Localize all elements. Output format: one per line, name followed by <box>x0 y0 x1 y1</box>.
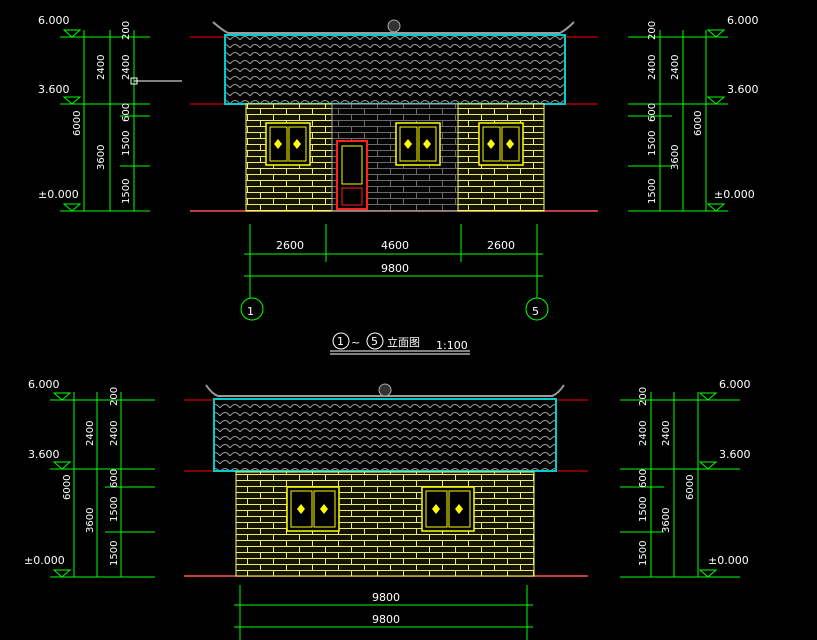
lower-left-dimensions: 6.000 3.600 ±0.000 200 2400 600 1500 150… <box>24 378 155 578</box>
lower-right-total: 6000 <box>685 475 696 500</box>
lower-left-level-ground: ±0.000 <box>24 554 65 567</box>
lower-elevation: 6.000 3.600 ±0.000 200 2400 600 1500 150… <box>24 378 751 640</box>
upper-bottom-dim-2: 4600 <box>381 239 409 252</box>
lower-bottom-dim-1: 9800 <box>372 591 400 604</box>
lower-right-dimensions: 6.000 3.600 ±0.000 200 2400 600 1500 150… <box>620 378 751 578</box>
upper-left-dim-4: 1500 <box>121 131 132 156</box>
lower-right-dim-4: 1500 <box>638 497 649 522</box>
lower-right-level-ground: ±0.000 <box>708 554 749 567</box>
upper-bottom-dim-1: 2600 <box>276 239 304 252</box>
axis-label-5: 5 <box>532 305 539 318</box>
lower-wall <box>235 471 535 577</box>
upper-right-mid-2: 3600 <box>670 145 681 170</box>
axis-bubble-5 <box>525 297 549 321</box>
lower-bottom-dimensions: 9800 9800 <box>234 585 533 640</box>
upper-window-right <box>478 122 524 166</box>
title-name: 立面图 <box>387 335 420 349</box>
upper-right-dim-4: 1500 <box>647 131 658 156</box>
upper-right-level-mid: 3.600 <box>727 83 759 96</box>
upper-right-dimensions: 6.000 3.600 ±0.000 200 2400 600 1500 150… <box>628 14 759 212</box>
upper-right-total: 6000 <box>693 111 704 136</box>
lower-left-dim-2: 2400 <box>109 421 120 446</box>
lower-left-dim-4: 1500 <box>109 497 120 522</box>
upper-right-level-top: 6.000 <box>727 14 759 27</box>
title-circle-a: 1 <box>337 335 344 348</box>
upper-left-level-mid: 3.600 <box>38 83 70 96</box>
upper-left-dim-1: 200 <box>121 21 132 40</box>
lower-right-dim-2: 2400 <box>638 421 649 446</box>
lower-left-dim-1: 200 <box>109 387 120 406</box>
title-scale: 1:100 <box>436 339 468 352</box>
lower-left-total: 6000 <box>62 475 73 500</box>
lower-left-mid-2: 3600 <box>85 508 96 533</box>
lower-left-dim-3: 600 <box>109 469 120 488</box>
lower-window-right <box>421 486 475 532</box>
upper-left-level-ground: ±0.000 <box>38 188 79 201</box>
upper-door <box>336 140 368 210</box>
upper-right-dim-2: 2400 <box>647 55 658 80</box>
lower-left-dim-5: 1500 <box>109 541 120 566</box>
upper-left-mid-1: 2400 <box>96 55 107 80</box>
upper-right-dim-3: 600 <box>647 103 658 122</box>
upper-window-middle <box>395 122 441 166</box>
lower-right-mid-2: 3600 <box>661 508 672 533</box>
lower-right-dim-3: 600 <box>638 469 649 488</box>
upper-bottom-dimensions: 2600 4600 2600 9800 1 5 <box>240 224 549 321</box>
lower-roof <box>205 383 565 472</box>
upper-elevation: 6.000 3.600 ±0.000 200 2400 600 1500 150… <box>38 14 759 355</box>
lower-right-dim-1: 200 <box>638 387 649 406</box>
lower-right-level-mid: 3.600 <box>719 448 751 461</box>
upper-bottom-total: 9800 <box>381 262 409 275</box>
upper-roof <box>212 19 575 105</box>
upper-right-dim-1: 200 <box>647 21 658 40</box>
upper-left-total: 6000 <box>72 111 83 136</box>
lower-left-level-top: 6.000 <box>28 378 60 391</box>
lower-right-dim-5: 1500 <box>638 541 649 566</box>
lower-right-mid-1: 2400 <box>661 421 672 446</box>
lower-window-left <box>286 486 340 532</box>
title-circle-b: 5 <box>371 335 378 348</box>
upper-right-mid-1: 2400 <box>670 55 681 80</box>
lower-left-level-mid: 3.600 <box>28 448 60 461</box>
upper-elevation-title: 1 ~ 5 立面图 1:100 <box>330 332 470 355</box>
upper-bottom-dim-3: 2600 <box>487 239 515 252</box>
upper-left-dim-2: 2400 <box>121 55 132 80</box>
upper-window-left <box>265 122 311 166</box>
upper-left-dim-5: 1500 <box>121 179 132 204</box>
axis-bubble-1 <box>240 297 264 321</box>
lower-left-mid-1: 2400 <box>85 421 96 446</box>
title-tilde: ~ <box>351 336 360 349</box>
upper-left-dim-3: 600 <box>121 103 132 122</box>
upper-left-dimensions: 6.000 3.600 ±0.000 200 2400 600 1500 150… <box>38 14 182 212</box>
upper-right-level-ground: ±0.000 <box>714 188 755 201</box>
upper-left-level-top: 6.000 <box>38 14 70 27</box>
upper-left-mid-2: 3600 <box>96 145 107 170</box>
axis-label-1: 1 <box>247 305 254 318</box>
lower-bottom-dim-2: 9800 <box>372 613 400 626</box>
upper-right-dim-5: 1500 <box>647 179 658 204</box>
lower-right-level-top: 6.000 <box>719 378 751 391</box>
